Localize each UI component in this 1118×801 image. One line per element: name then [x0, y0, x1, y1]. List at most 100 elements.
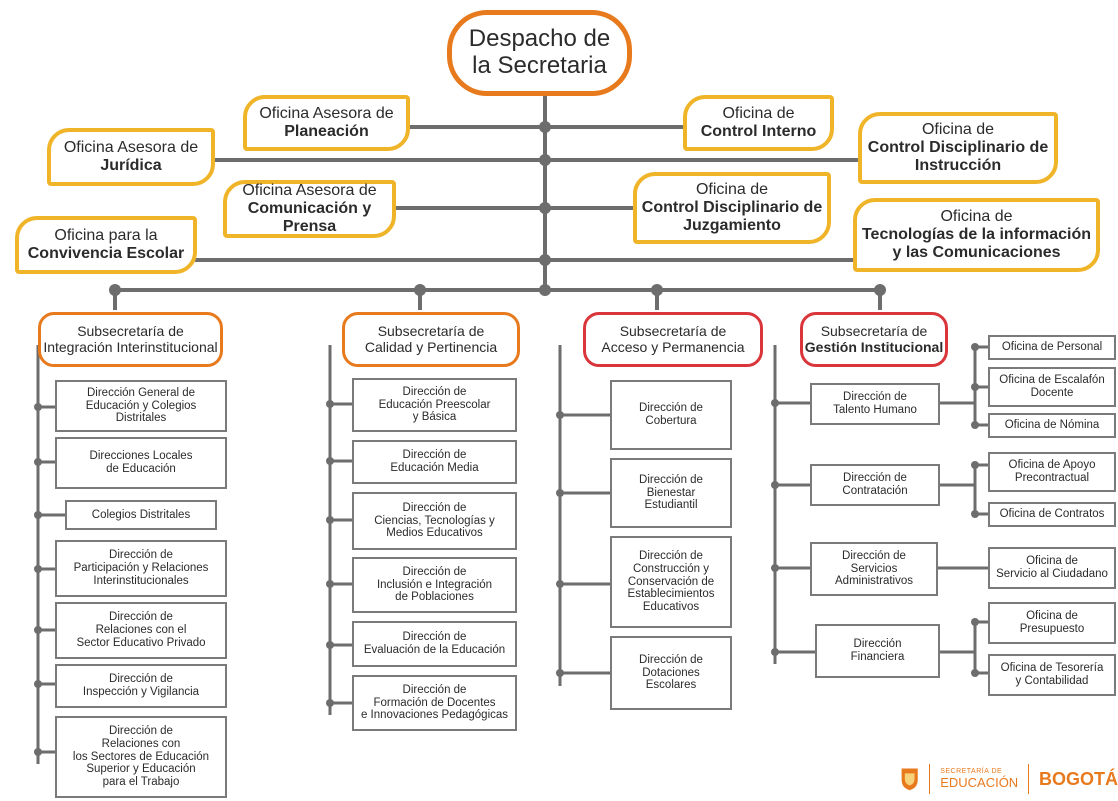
office-name: Jurídica [100, 157, 162, 174]
unit-line: Inspección y Vigilancia [82, 686, 200, 698]
unit-line: Dirección de [402, 683, 467, 696]
unit-line: Sector Educativo Privado [76, 636, 206, 649]
unit-integracion: Dirección de Participación y Relaciones … [55, 540, 227, 597]
secretaria-educacion-logo: SECRETARÍA DE EDUCACIÓN [940, 768, 1018, 790]
unit-line: Dirección de [639, 653, 703, 666]
unit-line: Oficina de Personal [1001, 341, 1103, 354]
unit-line: Inclusión e Integración [376, 578, 493, 591]
office-control-disciplinario-juzgamiento: Oficina de Control Disciplinario de Juzg… [633, 172, 831, 244]
secretaria-label: SECRETARÍA DE [940, 768, 1003, 775]
office-name-line3: Juzgamiento [683, 216, 781, 234]
unit-integracion: Dirección de Relaciones con el Sector Ed… [55, 602, 227, 659]
unit-line: e Innovaciones Pedagógicas [360, 709, 509, 722]
unit-line: Docente [1030, 387, 1074, 399]
unit-line: Educación Media [390, 462, 479, 474]
unit-gestion: Dirección Financiera [815, 624, 940, 678]
sub-name: Integración Interinstitucional [43, 338, 218, 355]
sub-name: Acceso y Permanencia [601, 338, 745, 355]
unit-line: Presupuesto [1019, 623, 1085, 635]
unit-line: Educación Preescolar [378, 398, 491, 411]
unit-line: de Educación [106, 463, 176, 475]
unit-line: Oficina de Tesorería [1000, 662, 1104, 675]
office-control-interno: Oficina de Control Interno [683, 95, 834, 151]
office-convivencia-escolar: Oficina para la Convivencia Escolar [15, 216, 197, 274]
root-line2: la Secretaria [472, 52, 607, 79]
oficina-nomina: Oficina de Nómina [988, 413, 1116, 438]
subsecretaria-integracion: Subsecretaría de Integración Interinstit… [38, 312, 223, 367]
oficina-presupuesto: Oficina de Presupuesto [988, 602, 1116, 644]
unit-gestion: Dirección de Servicios Administrativos [810, 542, 938, 596]
unit-calidad: Dirección de Educación Media [352, 440, 517, 484]
unit-calidad: Dirección de Formación de Docentes e Inn… [352, 675, 517, 731]
unit-line: para el Trabajo [102, 776, 180, 789]
office-name-line3: Instrucción [914, 156, 1002, 174]
unit-line: Formación de Docentes [373, 696, 496, 709]
educacion-label: EDUCACIÓN [940, 775, 1019, 790]
office-planeacion: Oficina Asesora de Planeación [243, 95, 410, 151]
office-name: Tecnologías de la información [861, 226, 1092, 244]
unit-line: Conservación de [627, 575, 715, 588]
subsecretaria-calidad: Subsecretaría de Calidad y Pertinencia [342, 312, 520, 367]
subsecretaria-gestion: Subsecretaría de Gestión Institucional [800, 312, 948, 367]
unit-line: Dirección de [843, 472, 907, 485]
unit-line: Talento Humano [833, 404, 917, 416]
unit-line: Oficina de Contratos [999, 508, 1105, 521]
unit-line: Precontractual [1014, 472, 1090, 484]
unit-line: Dirección de [109, 549, 173, 562]
office-label: Oficina Asesora de [63, 139, 199, 157]
unit-line: Relaciones con el [95, 624, 187, 637]
sub-label: Subsecretaría de [77, 322, 184, 339]
unit-line: Bienestar [646, 486, 696, 499]
unit-line: Dirección de [842, 549, 906, 562]
unit-line: Dirección de [109, 673, 173, 686]
unit-line: Dirección de [639, 402, 703, 415]
unit-integracion: Direcciones Locales de Educación [55, 437, 227, 489]
logo-separator [929, 764, 931, 794]
oficina-personal: Oficina de Personal [988, 335, 1116, 360]
unit-line: Financiera [850, 651, 905, 663]
unit-line: Dirección de [402, 449, 467, 462]
footer-logos: SECRETARÍA DE EDUCACIÓN BOGOTÁ [900, 760, 1118, 798]
office-label: Oficina para la [54, 227, 158, 245]
unit-acceso: Dirección de Bienestar Estudiantil [610, 458, 732, 528]
sub-name: Calidad y Pertinencia [364, 338, 498, 355]
unit-line: Estudiantil [644, 499, 698, 512]
unit-line: Dirección de [109, 724, 173, 737]
despacho-secretaria-node: Despacho de la Secretaria [447, 10, 632, 96]
office-label: Oficina Asesora de [242, 182, 377, 200]
office-label: Oficina Asesora de [259, 105, 394, 123]
oficina-contratos: Oficina de Contratos [988, 502, 1116, 527]
unit-line: Oficina de [1026, 610, 1078, 623]
sub-label: Subsecretaría de [619, 322, 727, 339]
unit-line: Escolares [645, 679, 697, 692]
unit-line: Dirección de [402, 565, 467, 578]
unit-line: Oficina de Apoyo [1008, 459, 1096, 472]
unit-line: los Sectores de Educación [72, 750, 210, 763]
unit-line: Contratación [842, 485, 908, 497]
unit-line: Servicios [850, 562, 898, 575]
unit-calidad: Dirección de Evaluación de la Educación [352, 621, 517, 667]
office-label: Oficina de [940, 208, 1013, 226]
oficina-apoyo-precontractual: Oficina de Apoyo Precontractual [988, 452, 1116, 492]
subsecretaria-acceso: Subsecretaría de Acceso y Permanencia [583, 312, 763, 367]
unit-line: Servicio al Ciudadano [996, 568, 1108, 580]
unit-integracion: Dirección General de Educación y Colegio… [55, 380, 227, 432]
office-name: Control Disciplinario de [867, 139, 1049, 157]
unit-line: y Contabilidad [1015, 675, 1089, 687]
unit-line: Dirección de [402, 501, 467, 514]
office-tic: Oficina de Tecnologías de la información… [853, 198, 1100, 272]
sub-name: Gestión Institucional [804, 338, 944, 355]
unit-line: Relaciones con [101, 737, 181, 750]
unit-line: de Poblaciones [395, 591, 474, 604]
unit-line: Dirección de [109, 611, 173, 624]
unit-gestion: Dirección de Talento Humano [810, 383, 940, 425]
unit-line: Educación y Colegios Distritales [85, 399, 197, 425]
office-label: Oficina de [695, 181, 769, 199]
oficina-servicio-ciudadano: Oficina de Servicio al Ciudadano [988, 547, 1116, 589]
unit-line: Dirección de [402, 385, 467, 398]
unit-line: Dirección General de [86, 386, 196, 399]
unit-integracion: Dirección de Inspección y Vigilancia [55, 664, 227, 708]
unit-line: Oficina de Escalafón [999, 374, 1105, 387]
oficina-escalafon-docente: Oficina de Escalafón Docente [988, 367, 1116, 407]
